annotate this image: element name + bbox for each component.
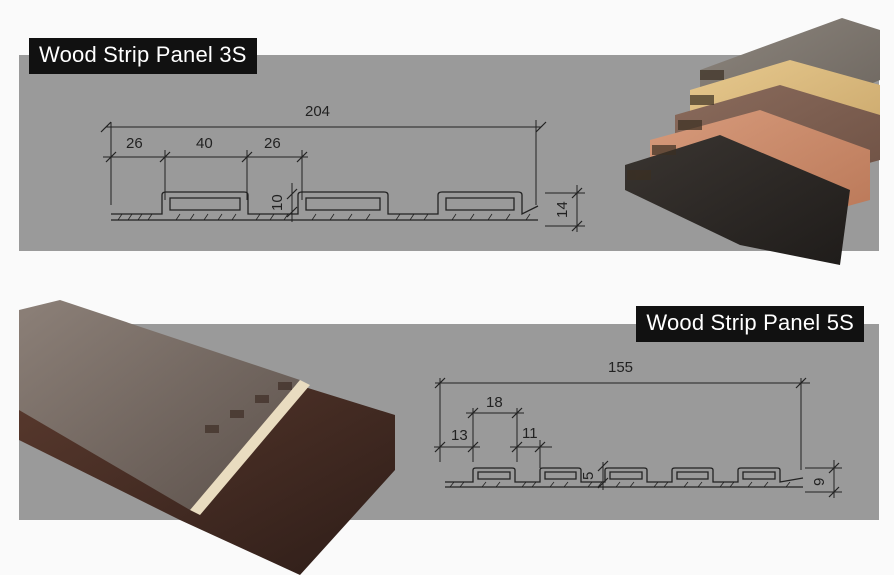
dim-5s-total-height: 9 [811, 478, 828, 486]
dim-3s-total-height: 14 [554, 201, 571, 218]
dim-5s-slot-depth: 5 [580, 472, 597, 480]
dim-3s-gap: 26 [264, 135, 281, 152]
dim-5s-gap: 11 [522, 425, 538, 442]
panel-5s-profile [445, 467, 804, 488]
dim-5s-slot-width: 18 [486, 394, 503, 411]
dim-3s-slot-width: 40 [196, 135, 213, 152]
panel-3s-profile [111, 191, 539, 221]
dim-5s-overall: 155 [608, 359, 633, 376]
dim-5s-left-margin: 13 [451, 427, 468, 444]
panel-5s-title: Wood Strip Panel 5S [636, 306, 864, 342]
dim-3s-slot-depth: 10 [269, 194, 286, 211]
dim-3s-overall: 204 [305, 103, 330, 120]
panel-3s-title: Wood Strip Panel 3S [29, 38, 257, 74]
dim-3s-left-margin: 26 [126, 135, 143, 152]
